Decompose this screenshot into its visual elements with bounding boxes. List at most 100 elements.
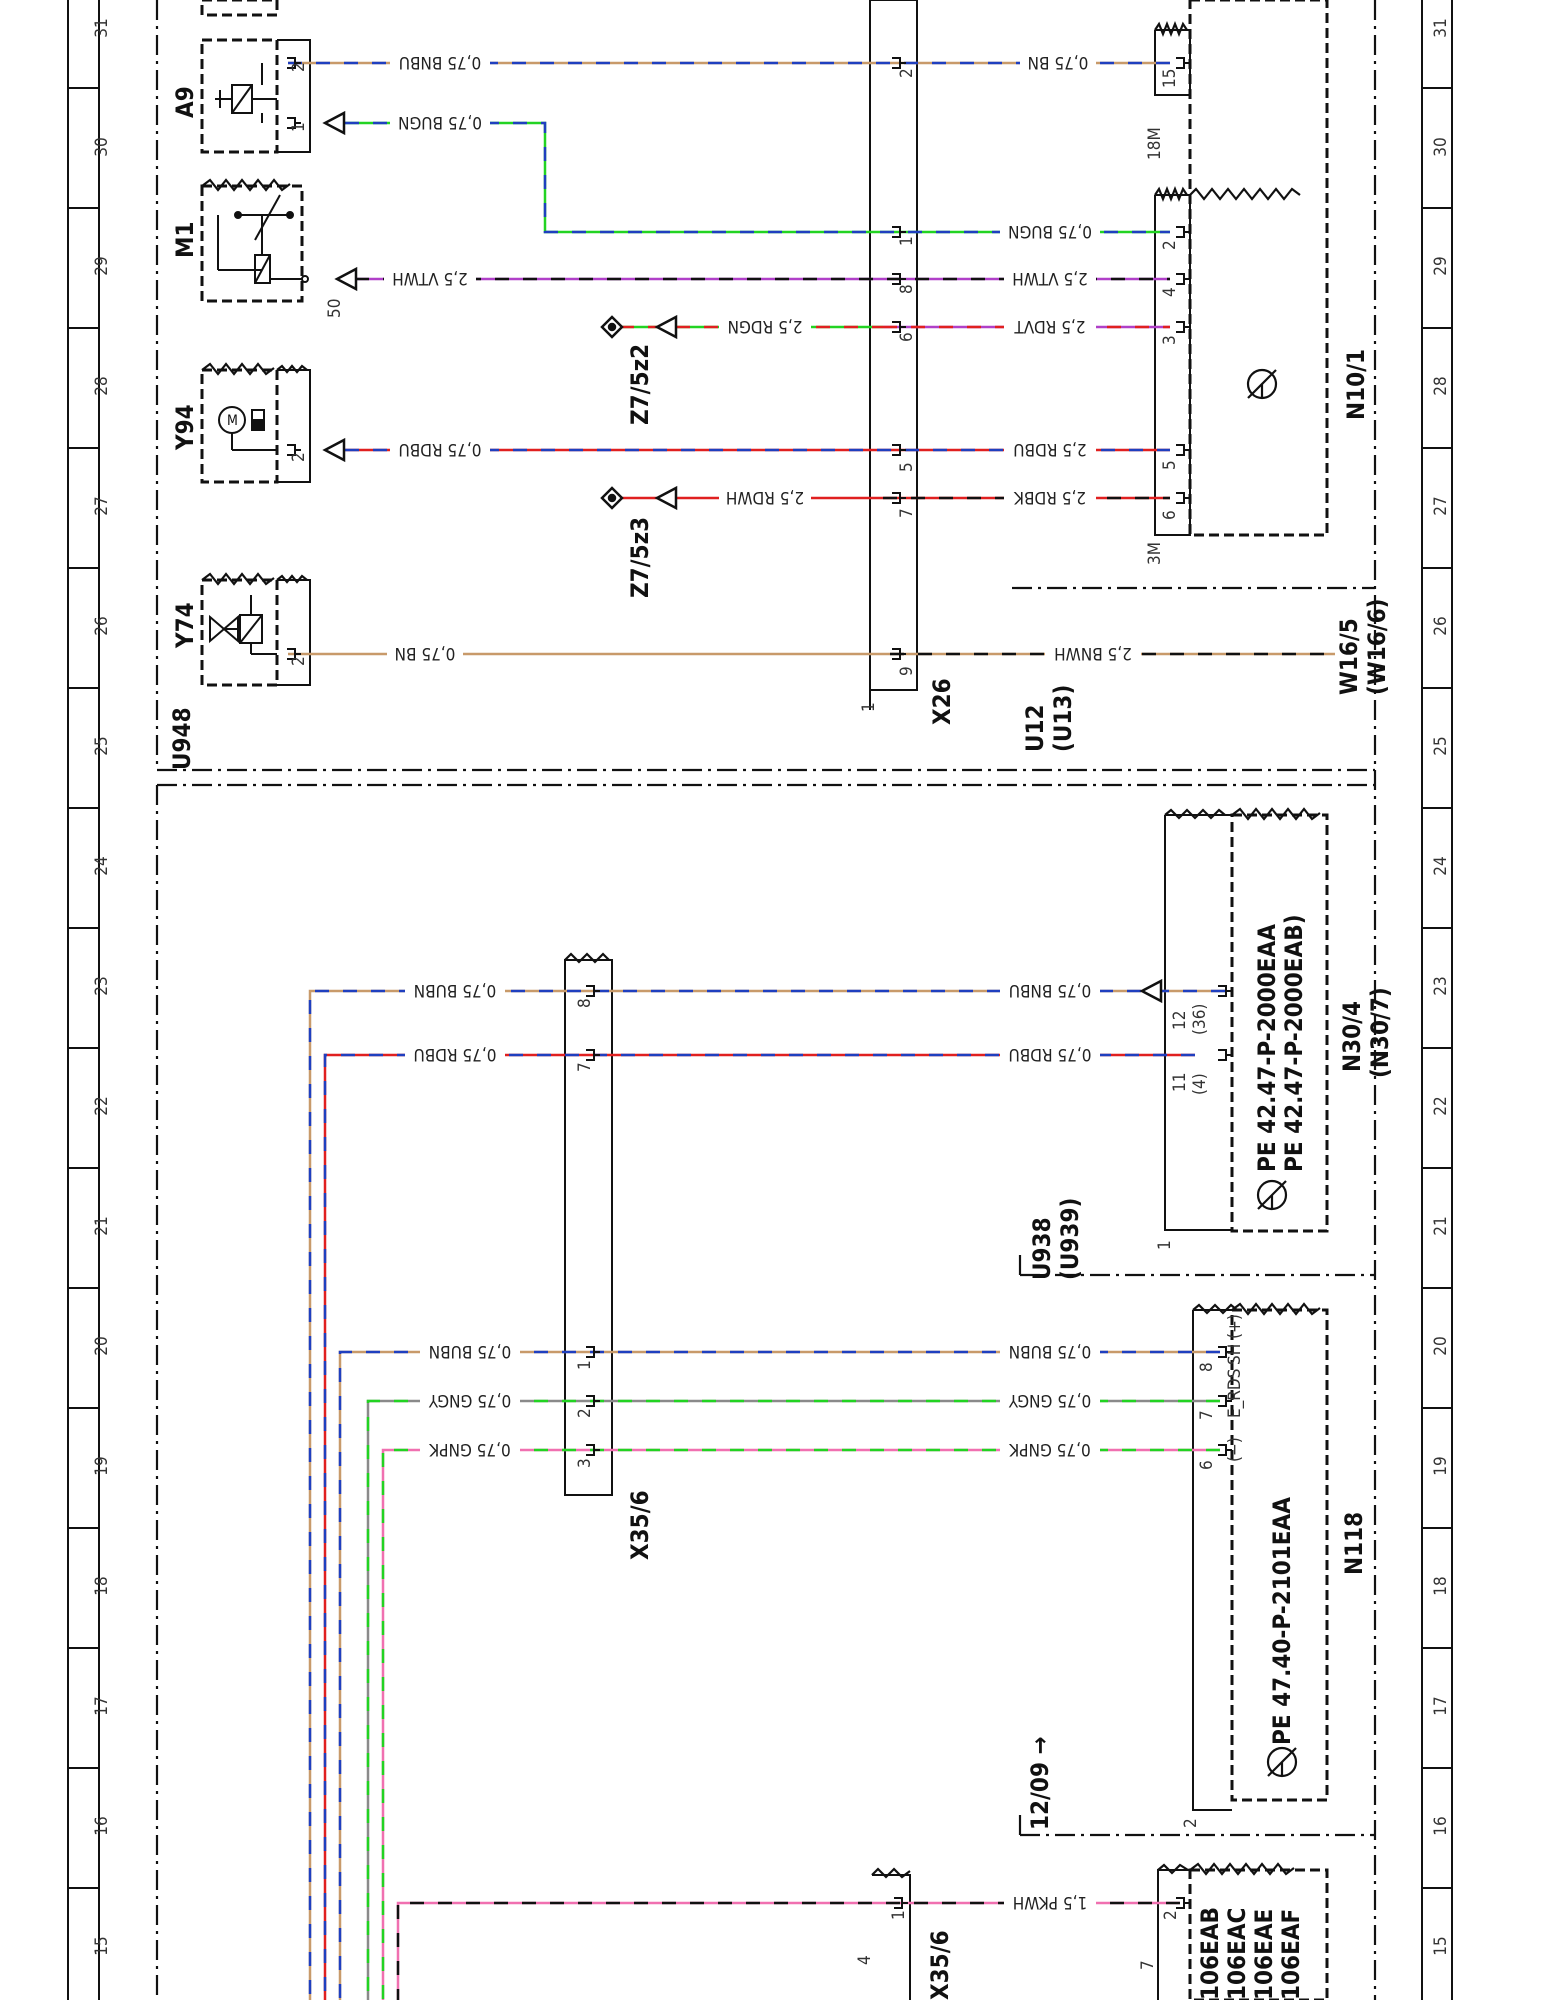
- pin-number: 2: [575, 1408, 595, 1418]
- drawing-frame: [67, 0, 1453, 2000]
- pin-number: 7: [575, 1062, 595, 1072]
- label-w16-6: (W16/6): [1363, 598, 1391, 695]
- wire-label: 0,75 BNBU: [399, 52, 482, 72]
- label-bottom-code-2: 106EAC: [1223, 1908, 1251, 2000]
- label-n30-4-pin-4: (4): [1190, 1073, 1210, 1095]
- grid-number: 15: [92, 1936, 112, 1955]
- wire-label: 2,5 VTWH: [1012, 268, 1088, 288]
- wire-label: 0,75 BNBU: [1009, 980, 1092, 1000]
- grid-number: 19: [92, 1456, 112, 1475]
- label-u12: U12: [1021, 704, 1049, 752]
- wire-label: 2,5 RDVT: [1014, 316, 1086, 336]
- pin-number: 8: [1197, 1362, 1217, 1372]
- grid-number: 23: [92, 976, 112, 995]
- grid-number: 24: [92, 856, 112, 875]
- pin-number: 7: [1197, 1410, 1217, 1420]
- wire-gngy-b: [366, 1399, 1220, 2000]
- pin-number: 1: [575, 1360, 595, 1370]
- wire-label: 0,75 GNGY: [1008, 1390, 1091, 1410]
- grid-number: 16: [92, 1816, 112, 1835]
- label-x35-6-top: X35/6: [626, 1490, 654, 1560]
- label-a9: A9: [171, 86, 199, 118]
- wire-bubn-a: [308, 989, 1225, 2000]
- grid-number: 18: [1431, 1576, 1451, 1595]
- wires: [288, 61, 1335, 2000]
- wire-label: 0,75 BN: [1028, 52, 1089, 72]
- label-z7-5z3: Z7/5z3: [626, 517, 654, 598]
- label-n118-pin-sh: SH (+): [1225, 1314, 1245, 1365]
- grid-number: 27: [92, 496, 112, 515]
- pin-numbers: 2 1 2 2 2 1 8 6 5 7 9 15 2 4 3 5 6 8 7 1…: [289, 62, 1217, 1920]
- grid-number: 23: [1431, 976, 1451, 995]
- wire-label: 2,5 VTWH: [392, 268, 468, 288]
- pin-number: 5: [897, 462, 917, 472]
- grid-number: 28: [1431, 376, 1451, 395]
- grid-number: 18: [92, 1576, 112, 1595]
- pin-number: 2: [1161, 1910, 1181, 1920]
- pin-number: 8: [575, 998, 595, 1008]
- label-n30-4-pin-36: (36): [1190, 1004, 1210, 1035]
- grid-number: 31: [92, 18, 112, 37]
- pin-number: 7: [897, 508, 917, 518]
- grid-number: 25: [1431, 736, 1451, 755]
- grid-number: 21: [92, 1216, 112, 1235]
- wire-label: 2,5 BNWH: [1054, 643, 1132, 663]
- label-w16-5: W16/5: [1335, 618, 1363, 695]
- wire-label: 0,75 BUBN: [429, 1341, 512, 1361]
- label-y94: Y94: [171, 404, 199, 451]
- grid-number: 28: [92, 376, 112, 395]
- label-n30-4-conn: 1: [1155, 1240, 1175, 1250]
- label-n10-conn-18m: 18M: [1145, 127, 1165, 160]
- starter-motor-symbol: [217, 194, 309, 284]
- grid-number: 19: [1431, 1456, 1451, 1475]
- label-m1: M1: [171, 221, 199, 258]
- grid-number: 21: [1431, 1216, 1451, 1235]
- label-y74: Y74: [171, 602, 199, 649]
- label-date-marker: 12/09 →: [1026, 1736, 1054, 1830]
- pin-number: 5: [1160, 460, 1180, 470]
- pin-number: 6: [1197, 1460, 1217, 1470]
- grid-numbers-right: 31 30 29 28 27 26 25 24 23 22 21 20 19 1…: [1431, 18, 1451, 1955]
- grid-number: 29: [1431, 256, 1451, 275]
- ground-symbols: [600, 315, 624, 510]
- grid-number: 30: [92, 137, 112, 156]
- label-x26-pin-start: 1: [859, 702, 879, 712]
- grid-number: 30: [1431, 137, 1451, 156]
- pin-number: 8: [897, 284, 917, 294]
- svg-text:M: M: [227, 413, 238, 429]
- pin-number: 1: [289, 122, 309, 132]
- wire-gnpk-b: [381, 1448, 1220, 2000]
- break-marks: [201, 21, 1321, 1879]
- pin-number: 9: [897, 666, 917, 676]
- pin-number: 3: [1160, 335, 1180, 345]
- boundaries: [155, 0, 1377, 2000]
- pin-number: 15: [1160, 69, 1180, 88]
- grid-numbers-left: 31 30 29 28 27 26 25 24 23 22 21 20 19 1…: [92, 18, 112, 1955]
- label-m1-pin-50: 50: [325, 299, 345, 318]
- wire-bugn-1: [345, 121, 1170, 234]
- pin-number: 2: [289, 656, 309, 666]
- wire-label: 2,5 RDBU: [1013, 439, 1086, 459]
- label-n118-pin-minus: (−): [1225, 1437, 1245, 1462]
- label-n30-7: (N30/7): [1366, 987, 1394, 1078]
- component-labels: A9 M1 Y94 Y74 U948 X26 U12 (U13) Z7/5z2 …: [168, 86, 1394, 2000]
- grid-number: 31: [1431, 18, 1451, 37]
- wire-label: 0,75 BUGN: [1008, 221, 1092, 241]
- grid-ticks: [68, 87, 1452, 1889]
- label-u948: U948: [168, 707, 196, 770]
- label-bottom-code-4: 106EAF: [1277, 1909, 1305, 2000]
- wire-label: 0,75 BN: [395, 643, 456, 663]
- pin-number: 4: [1160, 287, 1180, 297]
- wire-pkwh-c: [396, 1901, 1180, 2000]
- wire-label: 0,75 GNPK: [428, 1439, 510, 1459]
- pin-number: 1: [897, 236, 917, 246]
- wire-label: 2,5 RDGN: [728, 316, 803, 336]
- grid-number: 29: [92, 256, 112, 275]
- wire-label: 0,75 RDBU: [1009, 1044, 1092, 1064]
- label-n10-1: N10/1: [1342, 349, 1370, 420]
- label-u938: U938: [1028, 1217, 1056, 1280]
- pin-number: 2: [289, 452, 309, 462]
- grid-number: 22: [1431, 1096, 1451, 1115]
- label-n30-4-code-1: PE 42.47-P-2000EAA: [1253, 924, 1281, 1172]
- label-n10-conn-3m: 3M: [1145, 542, 1165, 565]
